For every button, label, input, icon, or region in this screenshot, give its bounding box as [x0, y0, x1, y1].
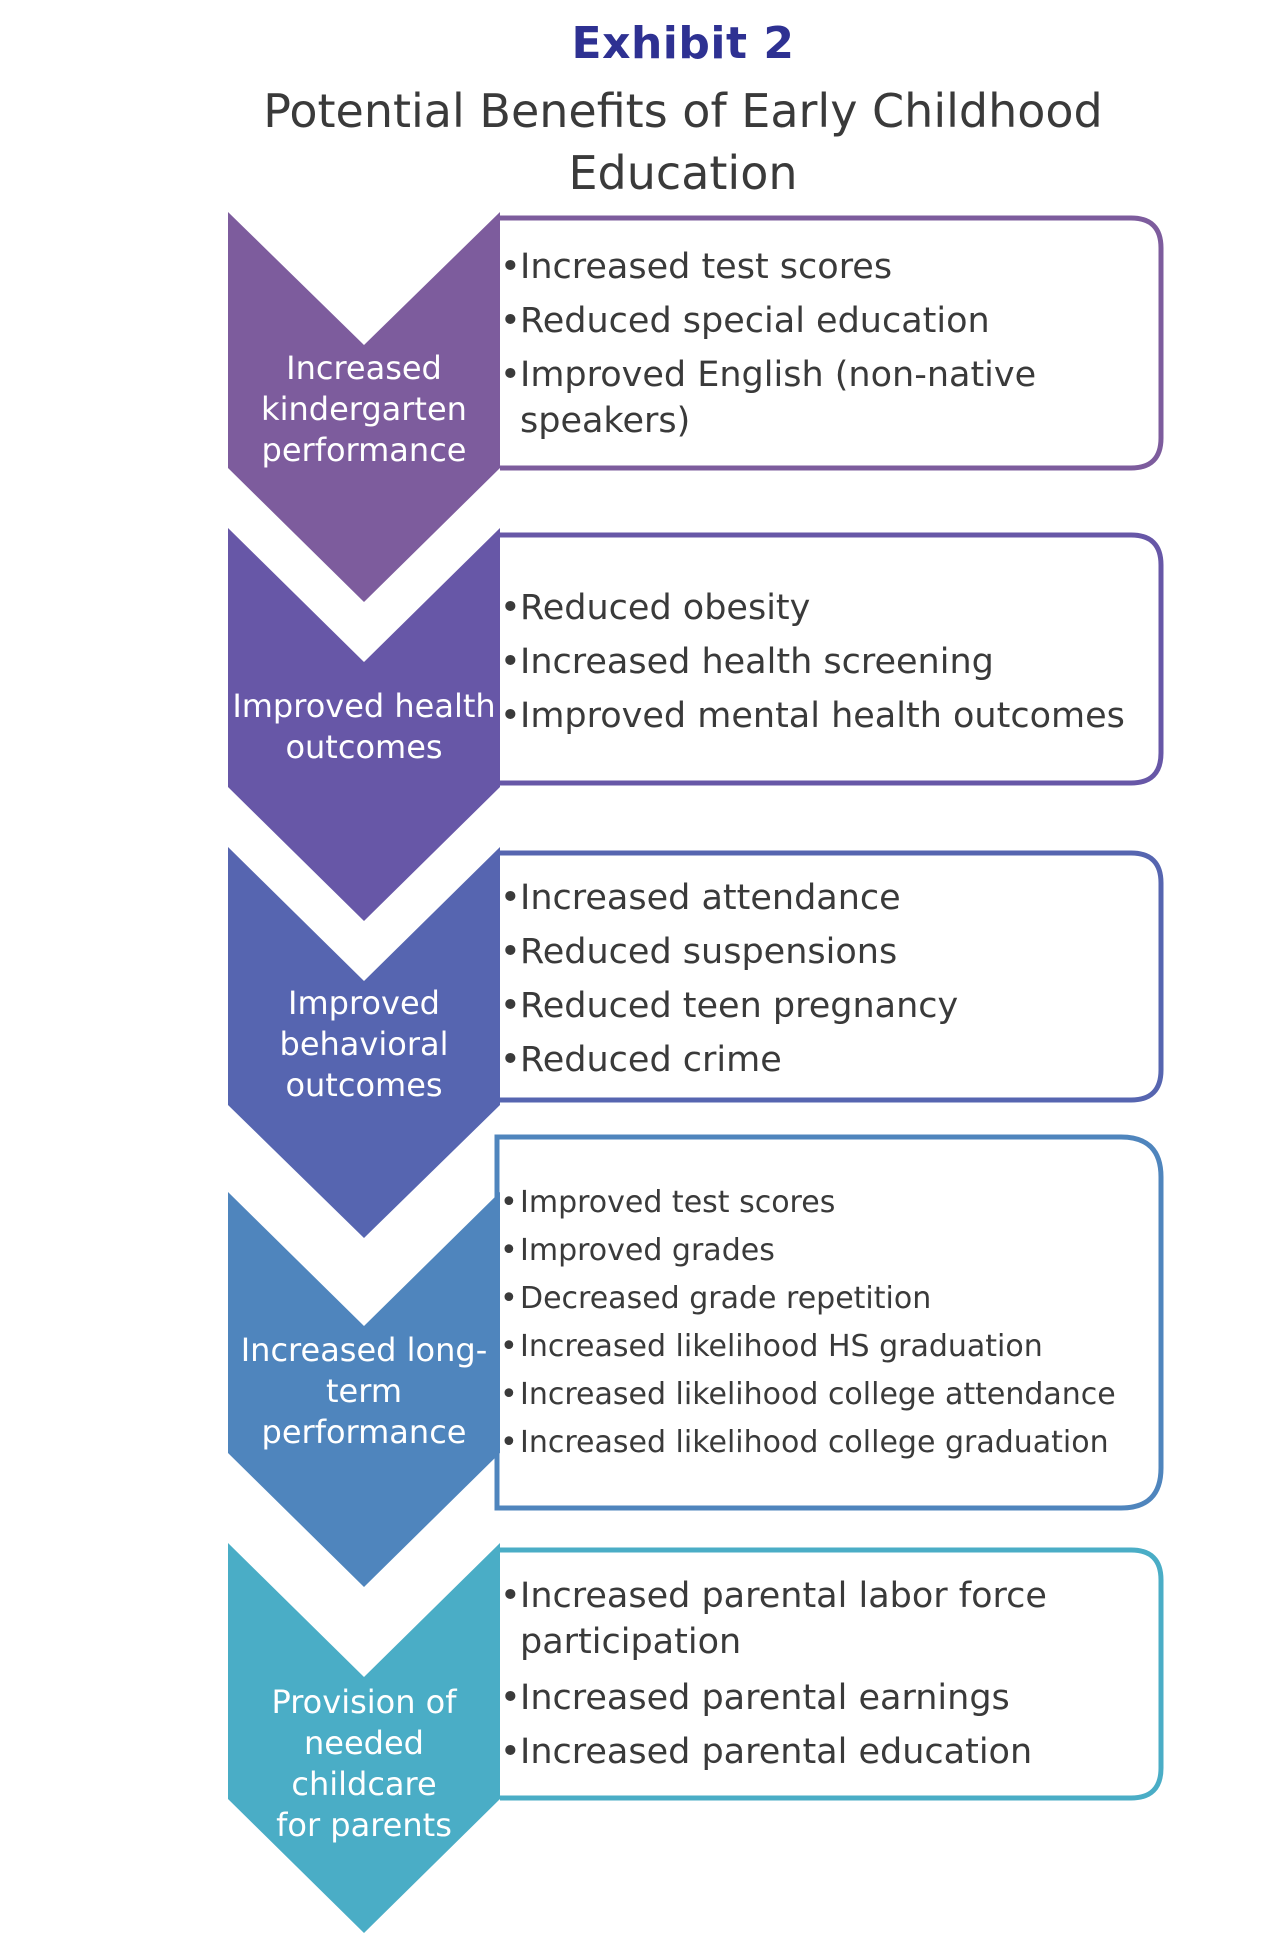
stage-bullets-5: Increased parental labor forceparticipat…	[500, 1573, 1120, 1779]
bullet-item: Improved test scores	[500, 1179, 1150, 1227]
bullet-item: Decreased grade repetition	[500, 1275, 1150, 1323]
stage-box-3	[500, 850, 1164, 1103]
stage-bullets-1: Increased test scores Reduced special ed…	[500, 240, 1040, 450]
stage-box-2	[500, 532, 1164, 786]
stage-bullets-2: Reduced obesity Increased health screeni…	[500, 581, 1150, 743]
bullet-item: Reduced crime	[500, 1033, 1150, 1087]
stage-chevron-4	[228, 1192, 500, 1587]
bullet-item: Increased parental labor forceparticipat…	[500, 1573, 1120, 1665]
stage-bullets-4: Improved test scores Improved grades Dec…	[500, 1179, 1150, 1467]
stage-box-1	[500, 215, 1164, 471]
bullet-item: Increased likelihood college graduation	[500, 1419, 1150, 1467]
bullet-item: Increased attendance	[500, 871, 1150, 925]
bullet-item: Increased likelihood HS graduation	[500, 1323, 1150, 1371]
bullet-item: Reduced obesity	[500, 581, 1150, 635]
stage-bullets-3: Increased attendance Reduced suspensions…	[500, 871, 1150, 1087]
bullet-item: Increased health screening	[500, 635, 1150, 689]
bullet-item: Reduced suspensions	[500, 925, 1150, 979]
bullet-item: Increased test scores	[500, 240, 1040, 294]
bullet-item: Reduced teen pregnancy	[500, 979, 1150, 1033]
stage-chevron-1	[228, 212, 500, 602]
stage-chevron-2	[228, 528, 500, 921]
bullet-item: Improved mental health outcomes	[500, 689, 1150, 743]
stage-box-5	[500, 1547, 1164, 1801]
stage-box-4	[494, 1134, 1164, 1511]
exhibit-label: Exhibit 2	[571, 18, 795, 69]
stage-chevron-3	[228, 847, 500, 1238]
stage-chevron-5	[228, 1543, 500, 1933]
bullet-item: Increased parental earnings	[500, 1671, 1120, 1725]
bullet-item: Increased parental education	[500, 1725, 1120, 1779]
bullet-item: Improved grades	[500, 1227, 1150, 1275]
bullet-item: Reduced special education	[500, 294, 1040, 348]
bullet-item: Increased likelihood college attendance	[500, 1371, 1150, 1419]
